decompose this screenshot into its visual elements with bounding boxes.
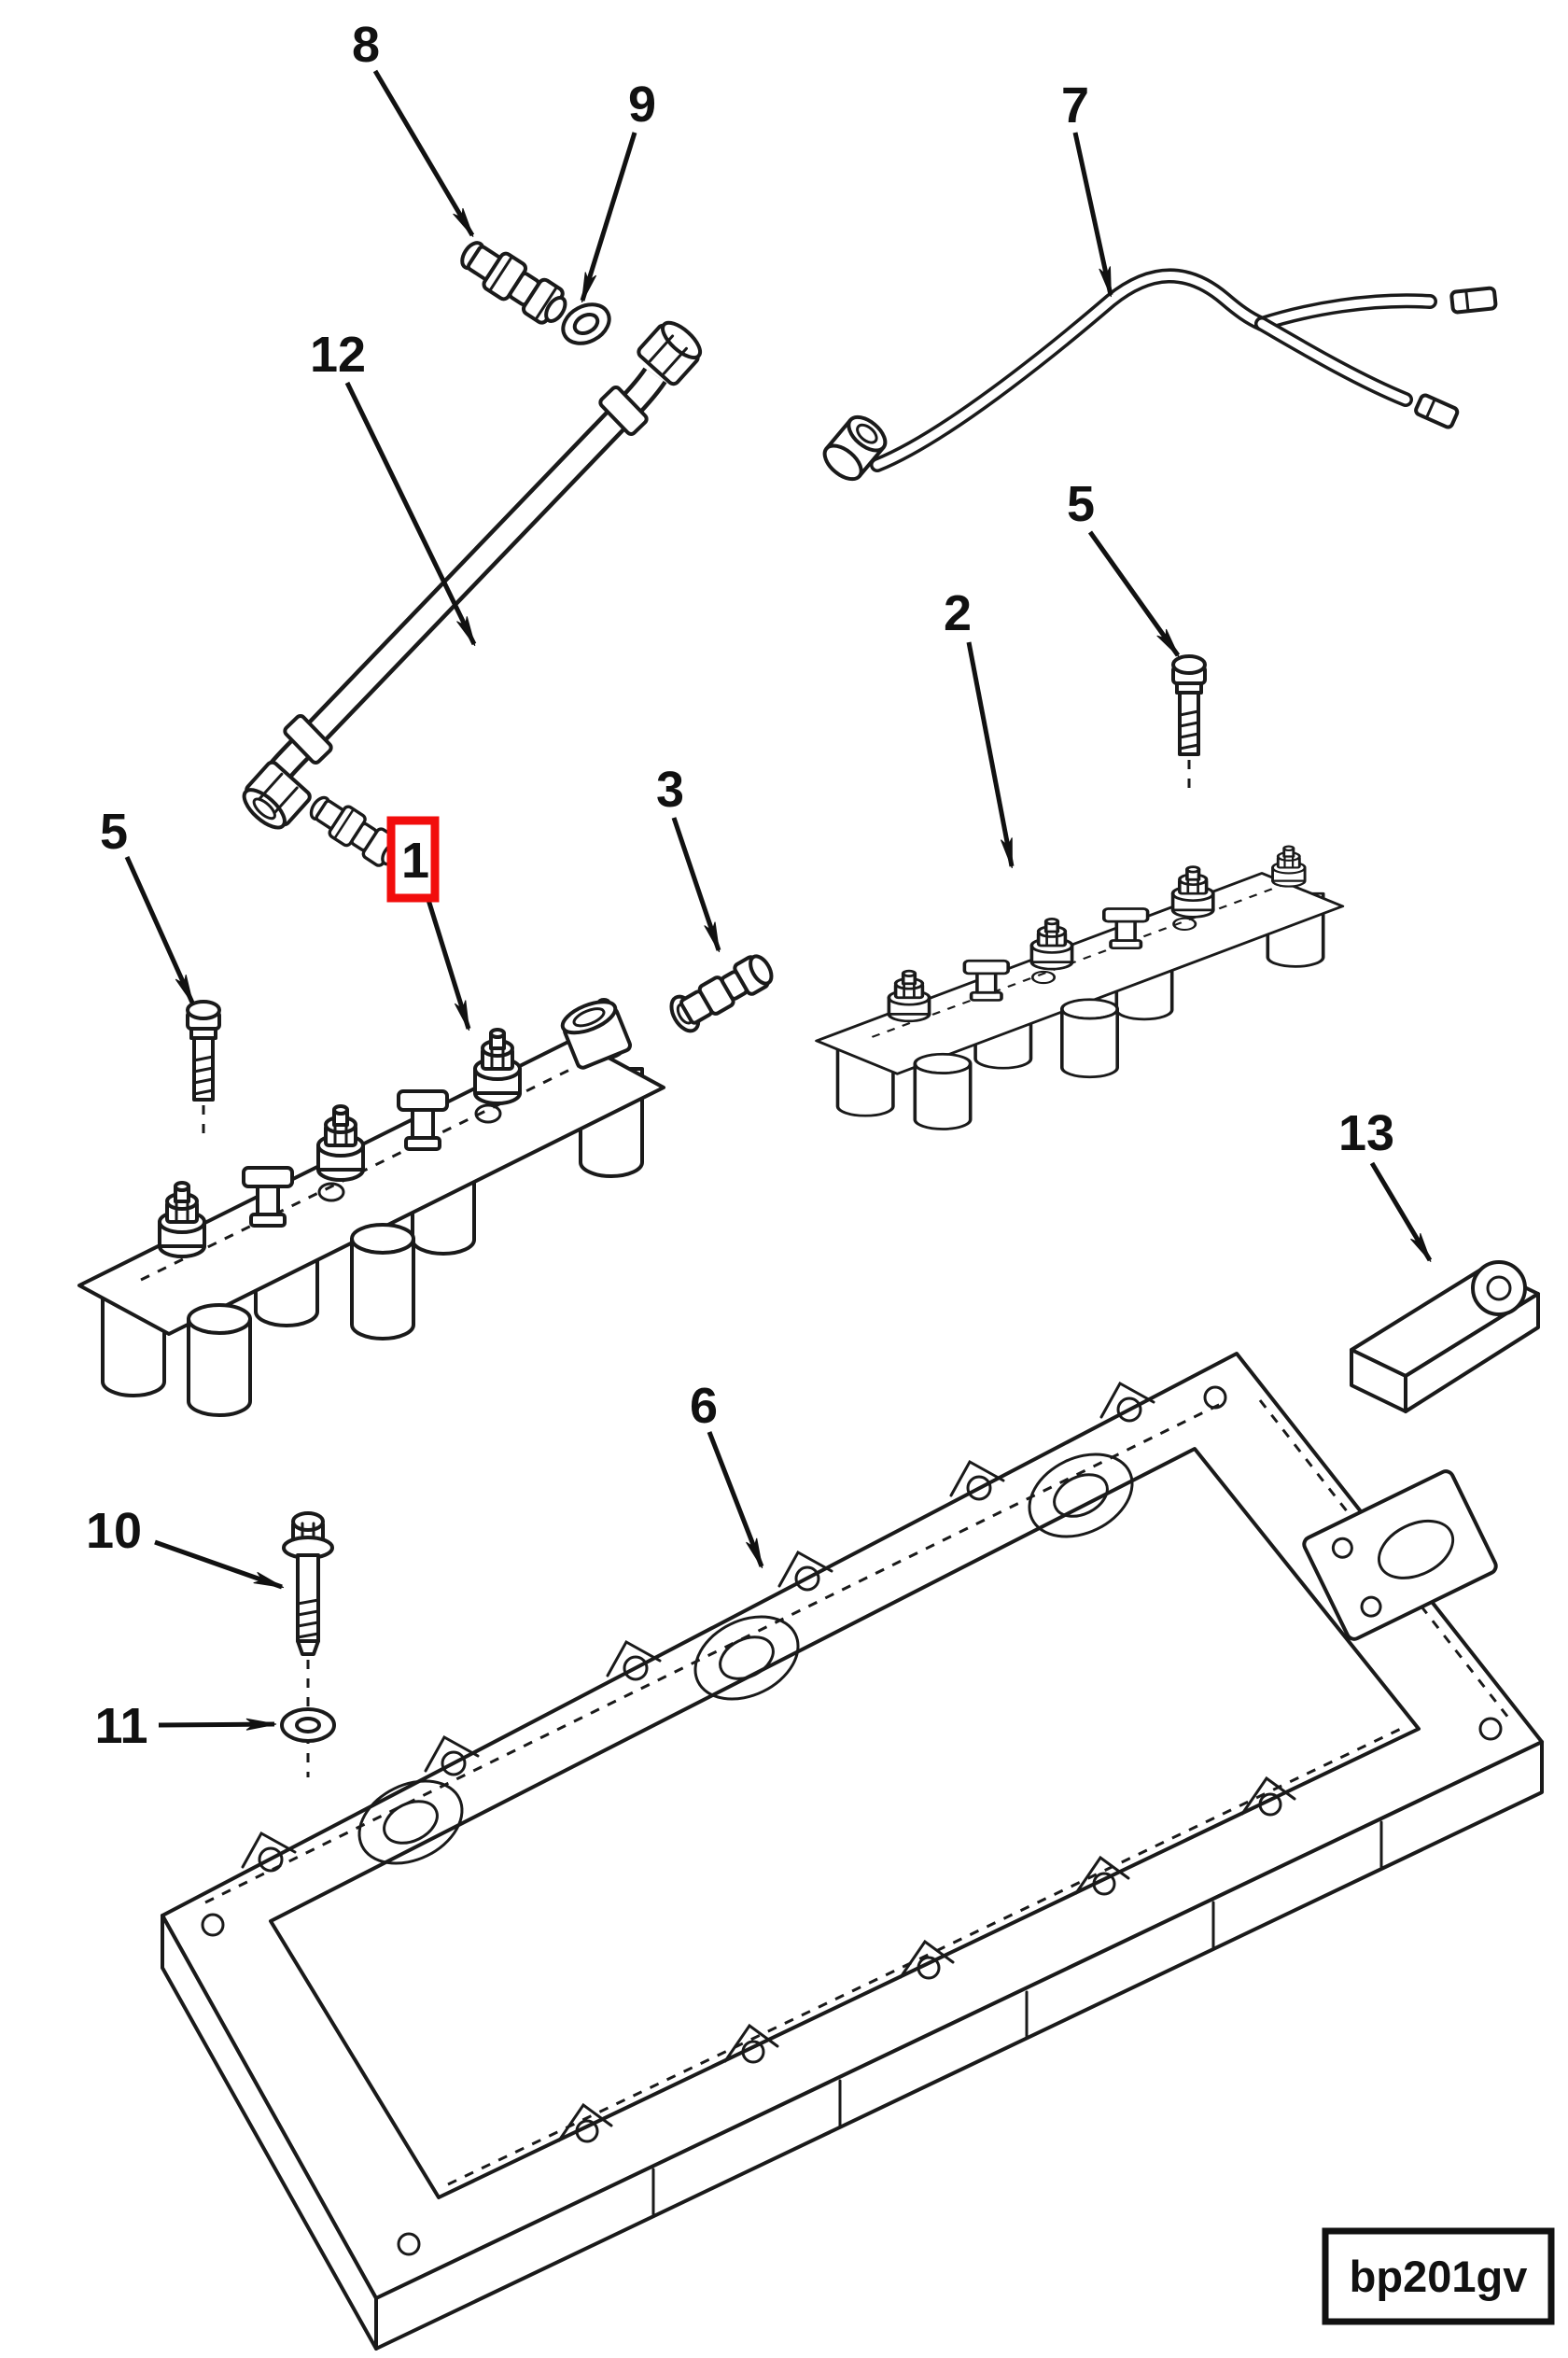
callout-12[interactable]: 12 bbox=[310, 327, 366, 383]
callout-8-label: 8 bbox=[352, 17, 380, 73]
part-drain-tube bbox=[242, 320, 703, 830]
part-washer-11 bbox=[280, 1707, 336, 1743]
callout-5-left-arrow bbox=[124, 855, 195, 1005]
part-valve-cover-spacer bbox=[161, 1352, 1544, 2351]
callout-arrows bbox=[124, 69, 1433, 1731]
callout-6-arrow bbox=[707, 1431, 764, 1569]
callout-5-right-arrow bbox=[1087, 530, 1181, 657]
callout-1-arrow bbox=[426, 899, 471, 1032]
callout-12-arrow bbox=[344, 381, 477, 647]
callout-7-label: 7 bbox=[1061, 77, 1089, 133]
part-rocker-assembly-2 bbox=[817, 847, 1342, 1130]
tube-nut-top bbox=[637, 320, 703, 386]
callout-7[interactable]: 7 bbox=[1061, 77, 1089, 133]
part-clamp-bar-13 bbox=[1350, 1260, 1540, 1413]
callout-13-arrow bbox=[1369, 1161, 1433, 1263]
figure-code-box: bp201gv bbox=[1322, 2227, 1555, 2325]
callout-9-arrow bbox=[580, 132, 637, 303]
callout-10-label: 10 bbox=[86, 1503, 142, 1559]
callout-8-arrow bbox=[372, 69, 475, 238]
callout-13-label: 13 bbox=[1338, 1105, 1394, 1161]
callout-5-left[interactable]: 5 bbox=[100, 804, 128, 860]
harness-connector-small-2 bbox=[1414, 393, 1460, 429]
part-washer-9 bbox=[561, 302, 611, 345]
part-plug-3 bbox=[669, 954, 774, 1033]
part-fitting-8 bbox=[460, 241, 567, 325]
figure-code-text: bp201gv bbox=[1350, 2252, 1528, 2301]
part-1-cup-fitting bbox=[560, 1000, 632, 1070]
callout-2-label: 2 bbox=[944, 585, 972, 641]
callout-11-arrow bbox=[158, 1718, 277, 1731]
spacer-arches bbox=[357, 1453, 1134, 1865]
callout-3[interactable]: 3 bbox=[656, 762, 684, 818]
callout-11[interactable]: 11 bbox=[94, 1698, 147, 1754]
callout-5-right-label: 5 bbox=[1067, 476, 1095, 532]
callout-8[interactable]: 8 bbox=[352, 17, 380, 73]
callout-1-highlighted[interactable]: 1 bbox=[386, 816, 440, 903]
spacer-bottom-rail-tabs bbox=[557, 1776, 1383, 2216]
callout-2[interactable]: 2 bbox=[944, 585, 972, 641]
spacer-top-rail-tabs bbox=[241, 1381, 1155, 1873]
part-bolt-5-right bbox=[1171, 654, 1207, 792]
callout-1-label: 1 bbox=[401, 833, 429, 889]
callout-9-label: 9 bbox=[628, 77, 656, 133]
callout-5-right[interactable]: 5 bbox=[1067, 476, 1095, 532]
callout-7-arrow bbox=[1072, 132, 1113, 298]
callout-3-arrow bbox=[671, 817, 721, 953]
callout-5-left-label: 5 bbox=[100, 804, 128, 860]
callout-10-arrow bbox=[154, 1539, 285, 1590]
callout-9[interactable]: 9 bbox=[628, 77, 656, 133]
callout-3-label: 3 bbox=[656, 762, 684, 818]
part-bolt-10 bbox=[282, 1511, 334, 1777]
callout-12-label: 12 bbox=[310, 327, 366, 383]
callout-11-label: 11 bbox=[94, 1698, 147, 1754]
callout-13[interactable]: 13 bbox=[1338, 1105, 1394, 1161]
callout-10[interactable]: 10 bbox=[86, 1503, 142, 1559]
part-wiring-harness bbox=[822, 268, 1498, 482]
callout-1-highlight-box bbox=[386, 816, 440, 903]
tube-nut-bottom bbox=[242, 760, 312, 830]
spacer-end-flange bbox=[1302, 1469, 1498, 1641]
harness-connector-small-1 bbox=[1449, 286, 1498, 315]
harness-connector-large bbox=[822, 414, 888, 482]
part-bolt-5-left bbox=[186, 1000, 221, 1137]
callout-2-arrow bbox=[966, 641, 1015, 869]
callout-6[interactable]: 6 bbox=[690, 1378, 718, 1434]
callout-6-label: 6 bbox=[690, 1378, 718, 1434]
